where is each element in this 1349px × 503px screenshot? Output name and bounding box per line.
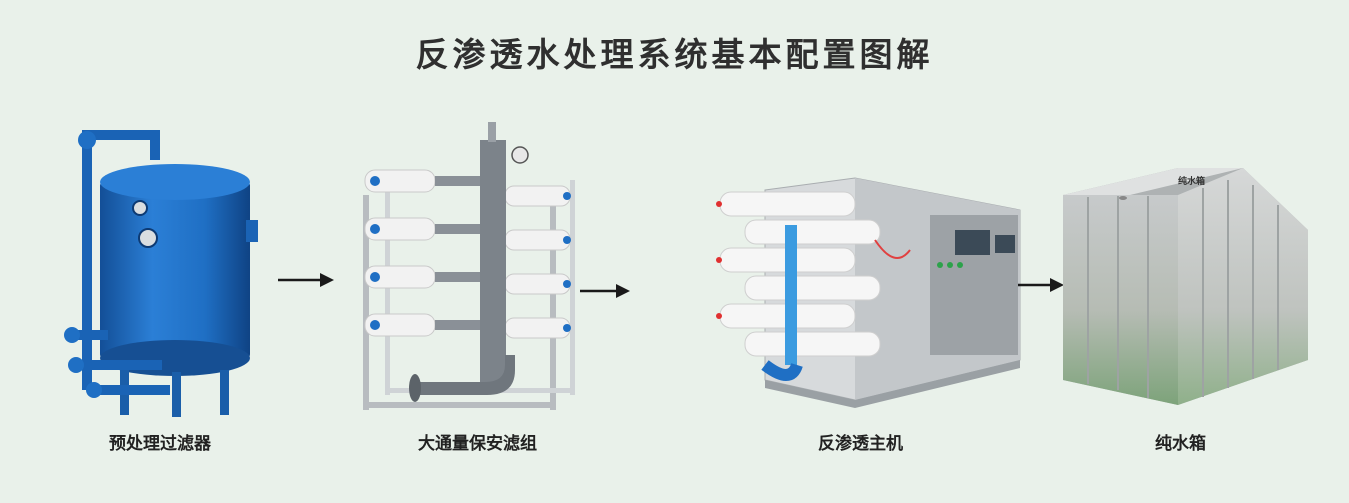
flow-arrow-icon <box>1018 277 1064 297</box>
stage-label: 预处理过滤器 <box>109 434 211 454</box>
stage-cartridge-filter-rack <box>355 120 585 420</box>
flow-arrow-icon <box>580 283 630 303</box>
stage-label: 纯水箱 <box>1155 434 1206 454</box>
page-title: 反渗透水处理系统基本配置图解 <box>415 35 934 74</box>
cartridge-filter-rack-icon <box>363 122 575 410</box>
stage-ro-main-unit <box>705 170 1025 420</box>
pressure-vessel-icon <box>64 130 258 417</box>
stage-label: 反渗透主机 <box>818 434 903 454</box>
ro-main-unit-icon <box>716 177 1021 408</box>
stage-label: 大通量保安滤组 <box>418 434 537 454</box>
pure-water-tank-icon <box>1063 168 1308 405</box>
stage-pretreatment-filter <box>60 120 270 420</box>
stage-pure-water-tank: 纯水箱 <box>1058 160 1318 410</box>
tank-label: 纯水箱 <box>1178 177 1206 187</box>
flow-arrow-icon <box>278 272 334 292</box>
